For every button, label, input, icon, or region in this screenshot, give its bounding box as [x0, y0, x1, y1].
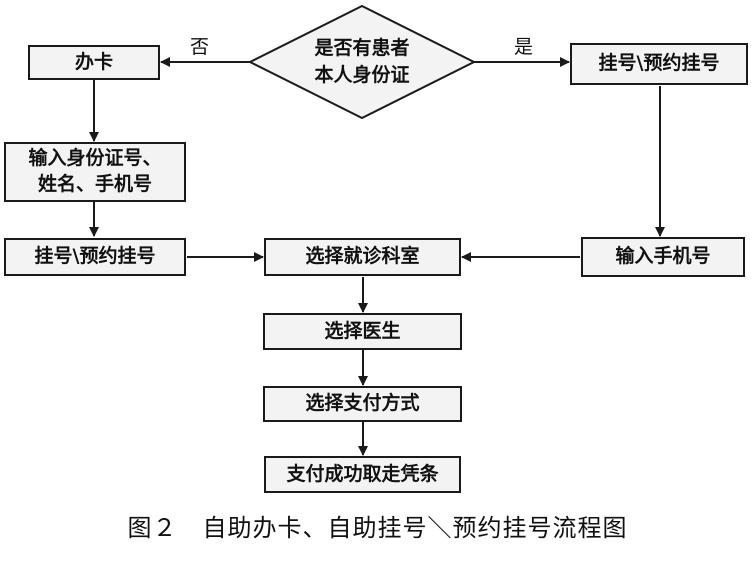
figure-caption: 图２ 自助办卡、自助挂号＼预约挂号流程图: [127, 514, 628, 542]
node-select-dept: 选择就诊科室: [264, 238, 461, 276]
decision-text: 是否有患者 本人身份证: [314, 37, 410, 86]
no-label: 否: [190, 36, 210, 58]
node-register-left: 挂号\预约挂号: [4, 238, 186, 276]
node-select-payment: 选择支付方式: [263, 386, 462, 422]
node-select-doctor: 选择医生: [263, 313, 462, 350]
node-pay-success: 支付成功取走凭条: [264, 456, 461, 493]
node-apply-card: 办卡: [28, 45, 160, 80]
yes-label: 是: [514, 36, 534, 58]
decision-diamond: [247, 4, 477, 120]
node-enter-info: 输入身份证号、 姓名、手机号: [4, 142, 186, 202]
node-enter-phone: 输入手机号: [581, 237, 745, 277]
node-register-right: 挂号\预约挂号: [570, 43, 748, 85]
